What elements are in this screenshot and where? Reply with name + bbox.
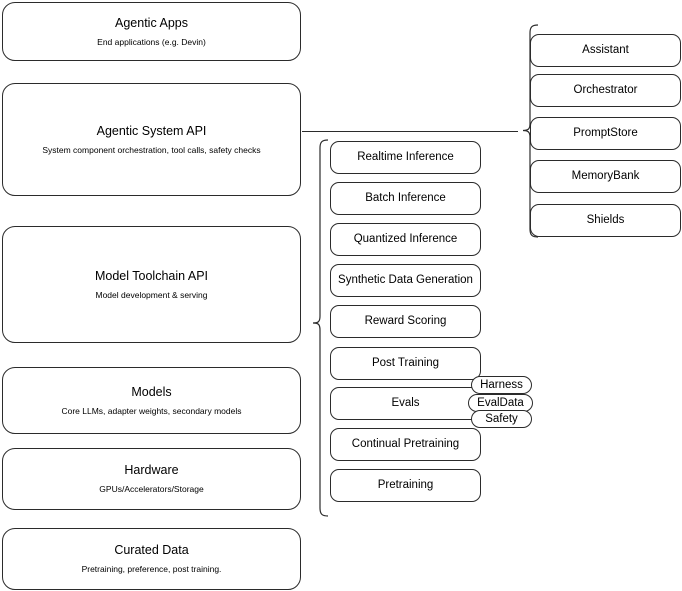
layer-box-model-toolchain-api[interactable]: Model Toolchain API Model development & … bbox=[2, 226, 301, 343]
layer-box-hardware[interactable]: Hardware GPUs/Accelerators/Storage bbox=[2, 448, 301, 510]
component-label: Shields bbox=[586, 214, 625, 227]
capability-label: Pretraining bbox=[377, 479, 434, 492]
layer-box-agentic-system-api[interactable]: Agentic System API System component orch… bbox=[2, 83, 301, 196]
component-box-assistant[interactable]: Assistant bbox=[530, 34, 681, 67]
component-box-orchestrator[interactable]: Orchestrator bbox=[530, 74, 681, 107]
component-label: MemoryBank bbox=[571, 170, 640, 183]
capability-label: Quantized Inference bbox=[353, 233, 458, 246]
badge-harness[interactable]: Harness bbox=[471, 376, 532, 394]
badge-safety[interactable]: Safety bbox=[471, 410, 532, 428]
capability-box-synthetic-data-generation[interactable]: Synthetic Data Generation bbox=[330, 264, 481, 297]
layer-subtitle: System component orchestration, tool cal… bbox=[42, 144, 261, 155]
layer-subtitle: GPUs/Accelerators/Storage bbox=[99, 484, 204, 494]
capability-label: Batch Inference bbox=[365, 192, 446, 205]
capability-label: Post Training bbox=[371, 357, 440, 370]
badge-label: Safety bbox=[485, 413, 518, 425]
capability-box-quantized-inference[interactable]: Quantized Inference bbox=[330, 223, 481, 256]
component-box-shields[interactable]: Shields bbox=[530, 204, 681, 237]
layer-title: Hardware bbox=[124, 463, 179, 478]
capability-box-pretraining[interactable]: Pretraining bbox=[330, 469, 481, 502]
layer-title: Models bbox=[131, 384, 172, 399]
capability-box-post-training[interactable]: Post Training bbox=[330, 347, 481, 380]
component-label: Assistant bbox=[582, 44, 629, 57]
layer-title: Agentic Apps bbox=[115, 15, 188, 30]
layer-title: Curated Data bbox=[114, 543, 189, 558]
layer-box-agentic-apps[interactable]: Agentic Apps End applications (e.g. Devi… bbox=[2, 2, 301, 61]
layer-subtitle: End applications (e.g. Devin) bbox=[97, 36, 206, 47]
capability-label: Synthetic Data Generation bbox=[338, 274, 473, 287]
component-box-promptstore[interactable]: PromptStore bbox=[530, 117, 681, 150]
layer-title: Model Toolchain API bbox=[94, 268, 209, 283]
badge-label: Harness bbox=[480, 379, 523, 391]
component-label: Orchestrator bbox=[573, 84, 638, 97]
capability-box-batch-inference[interactable]: Batch Inference bbox=[330, 182, 481, 215]
component-box-memorybank[interactable]: MemoryBank bbox=[530, 160, 681, 193]
capability-box-continual-pretraining[interactable]: Continual Pretraining bbox=[330, 428, 481, 461]
capability-box-evals[interactable]: Evals bbox=[330, 387, 481, 420]
capability-label: Evals bbox=[391, 397, 420, 410]
brace-model-toolchain bbox=[312, 139, 329, 517]
layer-subtitle: Model development & serving bbox=[95, 289, 208, 300]
capability-box-realtime-inference[interactable]: Realtime Inference bbox=[330, 141, 481, 174]
layer-box-models[interactable]: Models Core LLMs, adapter weights, secon… bbox=[2, 367, 301, 434]
component-label: PromptStore bbox=[573, 127, 638, 140]
layer-subtitle: Core LLMs, adapter weights, secondary mo… bbox=[61, 405, 242, 416]
capability-label: Reward Scoring bbox=[364, 315, 447, 328]
connector-agentic-system-api-to-components bbox=[302, 130, 518, 132]
layer-title: Agentic System API bbox=[96, 123, 207, 138]
layer-box-curated-data[interactable]: Curated Data Pretraining, preference, po… bbox=[2, 528, 301, 590]
capability-label: Continual Pretraining bbox=[351, 438, 460, 451]
layer-subtitle: Pretraining, preference, post training. bbox=[81, 564, 222, 574]
capability-label: Realtime Inference bbox=[357, 151, 454, 164]
capability-box-reward-scoring[interactable]: Reward Scoring bbox=[330, 305, 481, 338]
badge-label: EvalData bbox=[477, 397, 524, 409]
